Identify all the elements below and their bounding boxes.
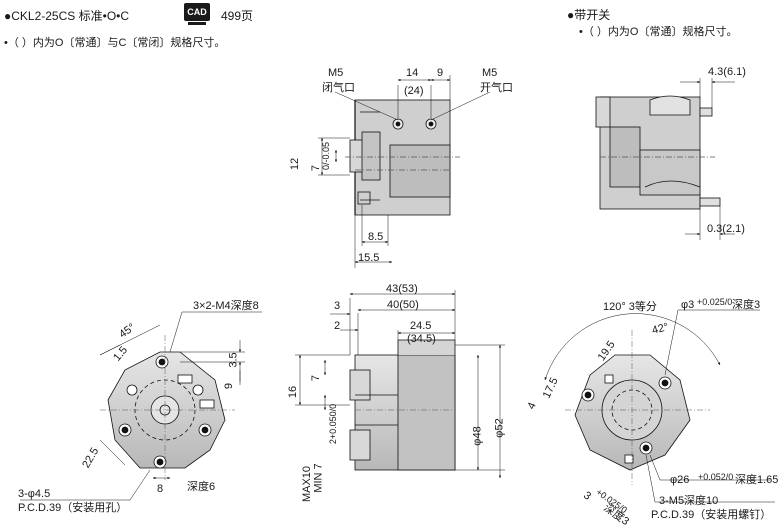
phi-52: φ52 xyxy=(493,418,506,438)
left-front-view xyxy=(20,311,262,501)
dim-12: 12 xyxy=(289,157,302,171)
depth-6: 深度6 xyxy=(187,481,216,493)
switch-title: ●带开关 xyxy=(567,8,611,22)
dim-24-5: 24.5 xyxy=(410,320,432,332)
holes-spec: 3-φ4.5 xyxy=(18,488,51,500)
dim-14: 14 xyxy=(406,67,419,79)
cad-button[interactable]: CAD xyxy=(184,3,210,25)
pcd-holes: P.C.D.39（安装用孔） xyxy=(18,502,128,514)
thread-spec: 3×2-M4深度8 xyxy=(193,300,259,312)
dim-7-side: 7 xyxy=(310,374,323,382)
model-title: ●CKL2-25CS 标准•O•C xyxy=(4,9,130,23)
port-right: M5 xyxy=(482,67,498,79)
top-view xyxy=(318,75,491,268)
pcd-screws: P.C.D.39（安装用螺钉） xyxy=(651,509,772,521)
dim-9-top: 9 xyxy=(437,67,444,79)
dim-9-left: 9 xyxy=(223,382,236,390)
switch-dim-top: 4.3(6.1) xyxy=(708,66,746,78)
phi-26: φ26 xyxy=(670,474,690,486)
dim-8: 8 xyxy=(157,483,164,495)
dim-8-5: 8.5 xyxy=(368,231,384,243)
dim-40: 40(50) xyxy=(387,299,419,311)
hole-phi3: φ3 xyxy=(681,299,695,311)
dim-43: 43(53) xyxy=(386,283,418,295)
angle-120: 120° 3等分 xyxy=(603,301,657,313)
port-left-label: 闭气口 xyxy=(322,82,355,94)
stroke-min: MIN 7 xyxy=(312,463,325,493)
switch-note: •（ ）内为O〔常通〕规格尺寸。 xyxy=(579,26,738,38)
header-note: •（ ）内为O〔常通〕与C〔常闭〕规格尺寸。 xyxy=(4,37,226,49)
switch-view xyxy=(595,78,735,240)
dim-15-5: 15.5 xyxy=(358,252,380,264)
phi-48: φ48 xyxy=(471,426,484,446)
page-ref-link[interactable]: 499页 xyxy=(221,9,254,23)
dim-7-tol: 0/-0.05 xyxy=(321,141,332,171)
port-right-label: 开气口 xyxy=(480,82,513,94)
dim-34-5: (34.5) xyxy=(407,333,436,345)
dim-2-tol: 2+0.050/0 xyxy=(328,403,339,445)
side-view xyxy=(295,290,505,479)
hole-depth: 深度3 xyxy=(732,299,761,311)
depth-1-65: 深度1.65 xyxy=(735,474,779,486)
dim-16: 16 xyxy=(287,385,300,399)
dim-2-side: 2 xyxy=(334,320,341,332)
dim-3-side: 3 xyxy=(334,300,341,312)
screws-spec: 3-M5深度10 xyxy=(659,495,719,507)
right-front-view xyxy=(544,309,775,503)
switch-dim-bottom: 0.3(2.1) xyxy=(707,223,745,235)
stroke-max: MAX10 xyxy=(301,465,314,503)
hole-phi3-tol: +0.025/0 xyxy=(697,297,733,307)
dim-3-5: 3.5 xyxy=(227,352,240,368)
dim-24: (24) xyxy=(404,85,424,97)
phi-26-tol: +0.052/0 xyxy=(698,472,734,482)
port-left: M5 xyxy=(328,67,344,79)
